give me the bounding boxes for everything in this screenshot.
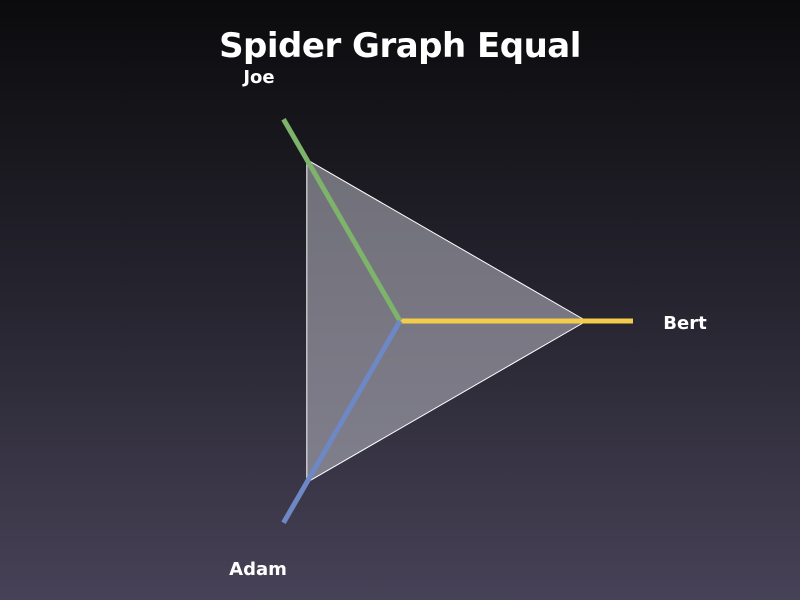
chart-title: Spider Graph Equal [219, 26, 581, 66]
axis-label-bert: Bert [663, 313, 707, 334]
axis-label-joe: Joe [241, 67, 274, 88]
axes-group [281, 117, 633, 525]
axis-line-adam [281, 319, 403, 525]
axis-label-adam: Adam [229, 559, 287, 580]
axis-line-joe [281, 117, 403, 323]
